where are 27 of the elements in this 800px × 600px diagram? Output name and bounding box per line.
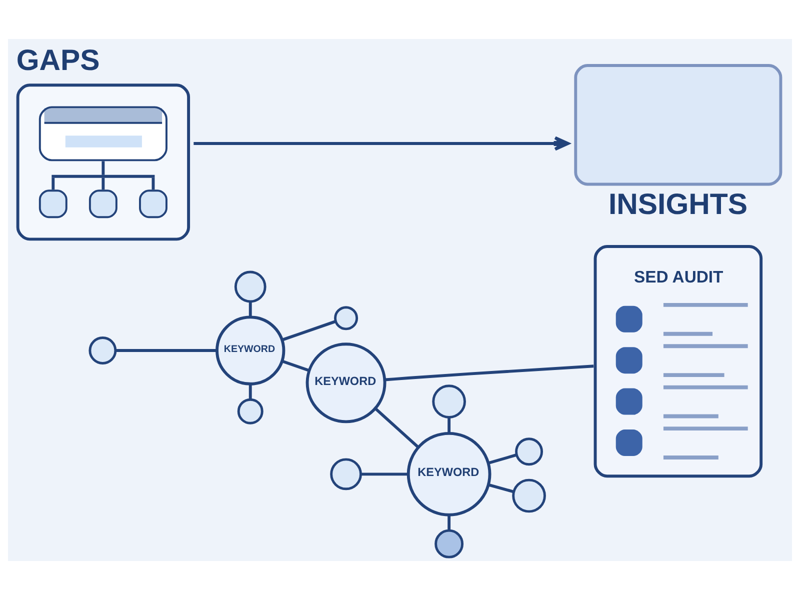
node-circle	[237, 398, 264, 424]
node-label: GAPS	[16, 44, 100, 77]
connector	[361, 472, 408, 476]
connector	[116, 349, 217, 352]
connector	[374, 407, 420, 448]
node-circle	[334, 306, 358, 330]
connector	[282, 320, 336, 342]
connector	[488, 454, 517, 464]
connector	[384, 364, 594, 382]
connector	[248, 301, 252, 318]
connector	[248, 384, 252, 400]
node-circle	[432, 384, 466, 418]
node-label: INSIGHTS	[608, 188, 748, 222]
node-circle: KEYWORD	[216, 316, 286, 386]
node-circle	[512, 478, 546, 513]
node-circle: KEYWORD	[406, 432, 492, 516]
connector	[282, 360, 310, 372]
connector	[448, 417, 451, 434]
node-circle	[88, 336, 117, 365]
connector	[488, 483, 514, 494]
node-circle	[434, 529, 464, 558]
arrow	[194, 136, 570, 151]
node-circle	[515, 438, 544, 466]
connector	[448, 515, 451, 530]
node-circle	[330, 458, 362, 490]
node-circle: KEYWORD	[306, 342, 386, 424]
node-circle	[234, 270, 266, 303]
